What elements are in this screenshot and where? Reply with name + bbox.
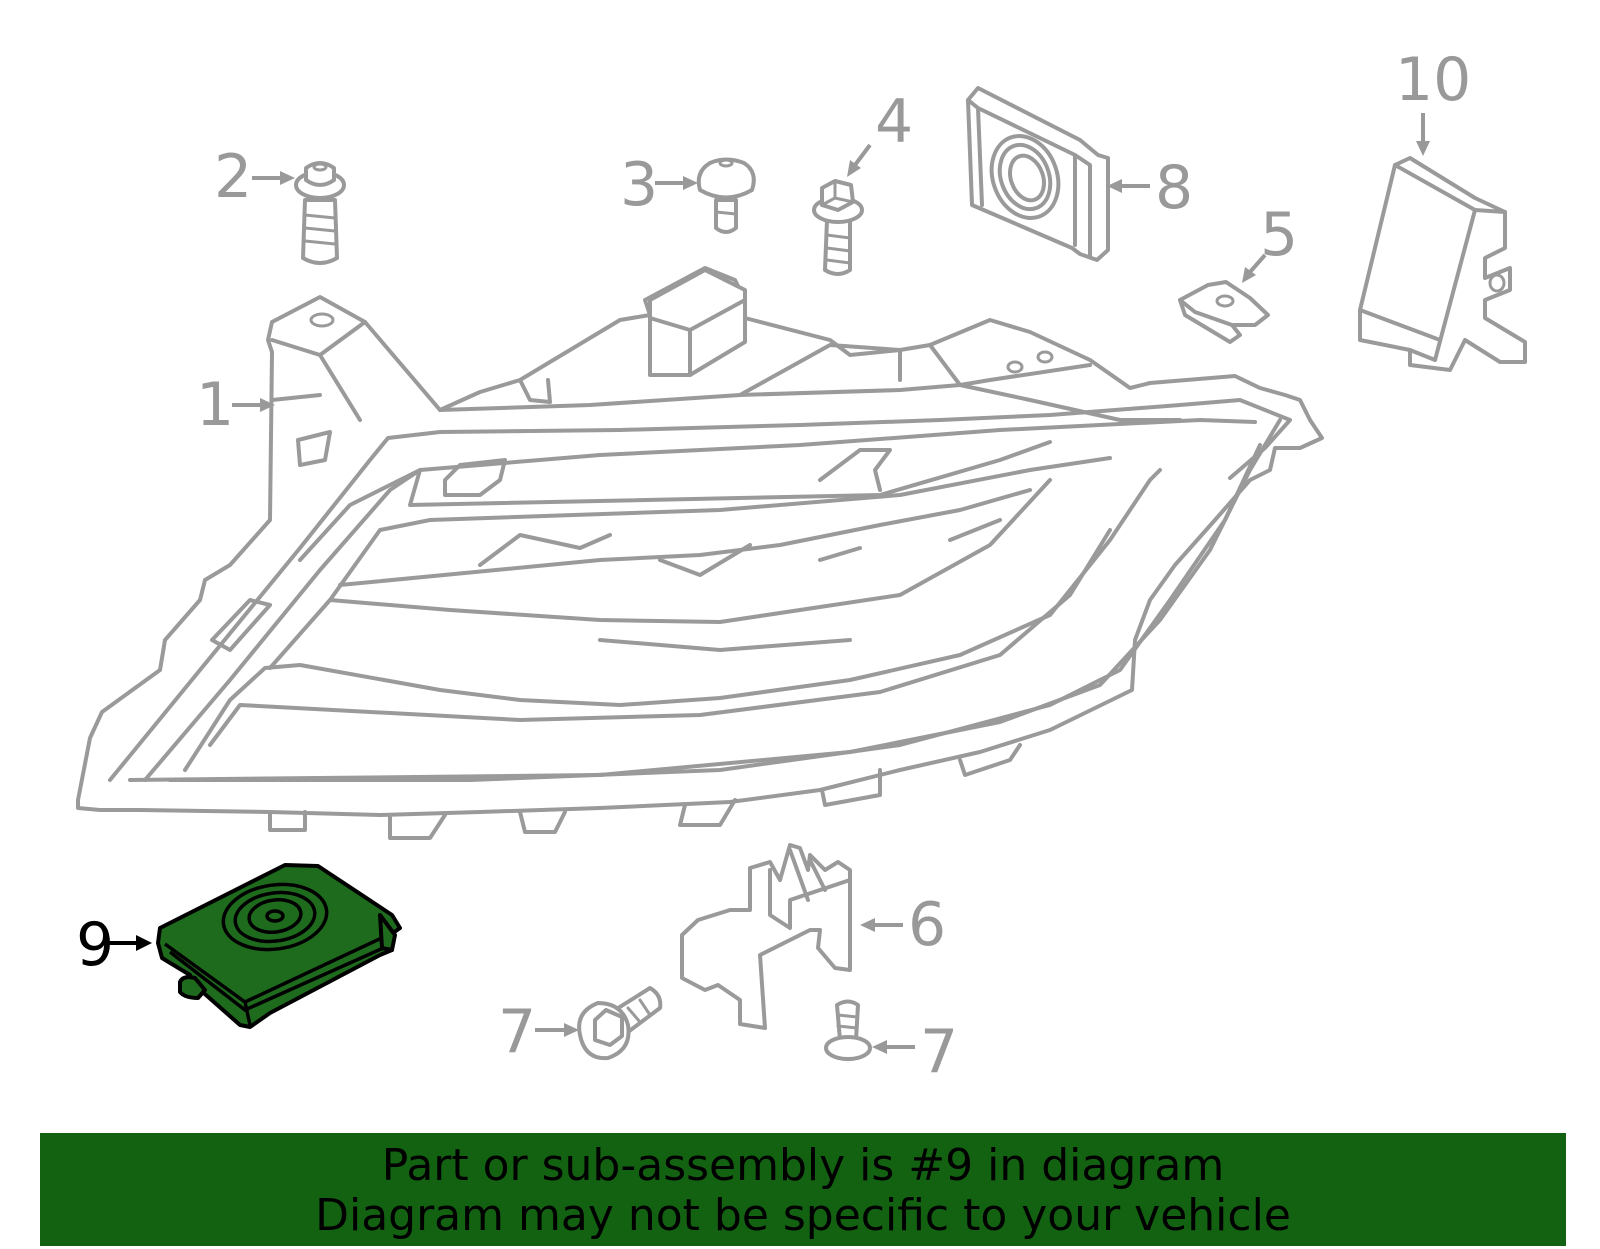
ballast-module-part-8[interactable]: [966, 86, 1110, 262]
banner-line-2: Diagram may not be specific to your vehi…: [315, 1190, 1291, 1241]
clip-nut-part-5[interactable]: [1178, 280, 1270, 344]
callout-4-leader: 4: [847, 87, 913, 177]
callout-label-7a: 7: [498, 997, 536, 1067]
callout-9-leader: 9: [76, 910, 152, 980]
callout-label-1: 1: [196, 370, 234, 440]
callout-label-2: 2: [214, 142, 252, 212]
banner-line-1: Part or sub-assembly is #9 in diagram: [381, 1140, 1225, 1191]
callout-10-leader: 10: [1395, 45, 1471, 156]
callout-3-leader: 3: [620, 150, 698, 220]
callout-8-leader: 8: [1107, 153, 1193, 223]
callout-label-10: 10: [1395, 45, 1471, 115]
bolt-part-2[interactable]: [294, 161, 346, 265]
callout-label-5: 5: [1260, 200, 1298, 270]
headlamp-assembly-part-1[interactable]: [76, 266, 1324, 840]
control-module-part-10[interactable]: [1358, 156, 1527, 372]
callout-5-leader: 5: [1242, 200, 1298, 283]
callout-label-7b: 7: [920, 1017, 958, 1087]
ballast-module-part-9-highlighted[interactable]: [156, 863, 402, 1029]
callout-label-8: 8: [1155, 153, 1193, 223]
callout-7a-leader: 7: [498, 997, 579, 1067]
screw-part-7-left[interactable]: [577, 986, 663, 1061]
callout-1-leader: 1: [196, 370, 275, 440]
callout-label-9: 9: [76, 910, 114, 980]
callout-7b-leader: 7: [872, 1017, 958, 1087]
callout-2-leader: 2: [214, 142, 295, 212]
callout-label-6: 6: [908, 890, 946, 960]
callout-6-leader: 6: [860, 890, 946, 960]
hex-bolt-part-4[interactable]: [812, 179, 864, 276]
screw-part-3[interactable]: [696, 157, 756, 234]
bracket-part-6[interactable]: [680, 843, 852, 1030]
callout-label-4: 4: [875, 87, 913, 157]
callout-label-3: 3: [620, 150, 658, 220]
info-banner: Part or sub-assembly is #9 in diagram Di…: [40, 1133, 1566, 1246]
pin-part-7-right[interactable]: [824, 999, 872, 1061]
